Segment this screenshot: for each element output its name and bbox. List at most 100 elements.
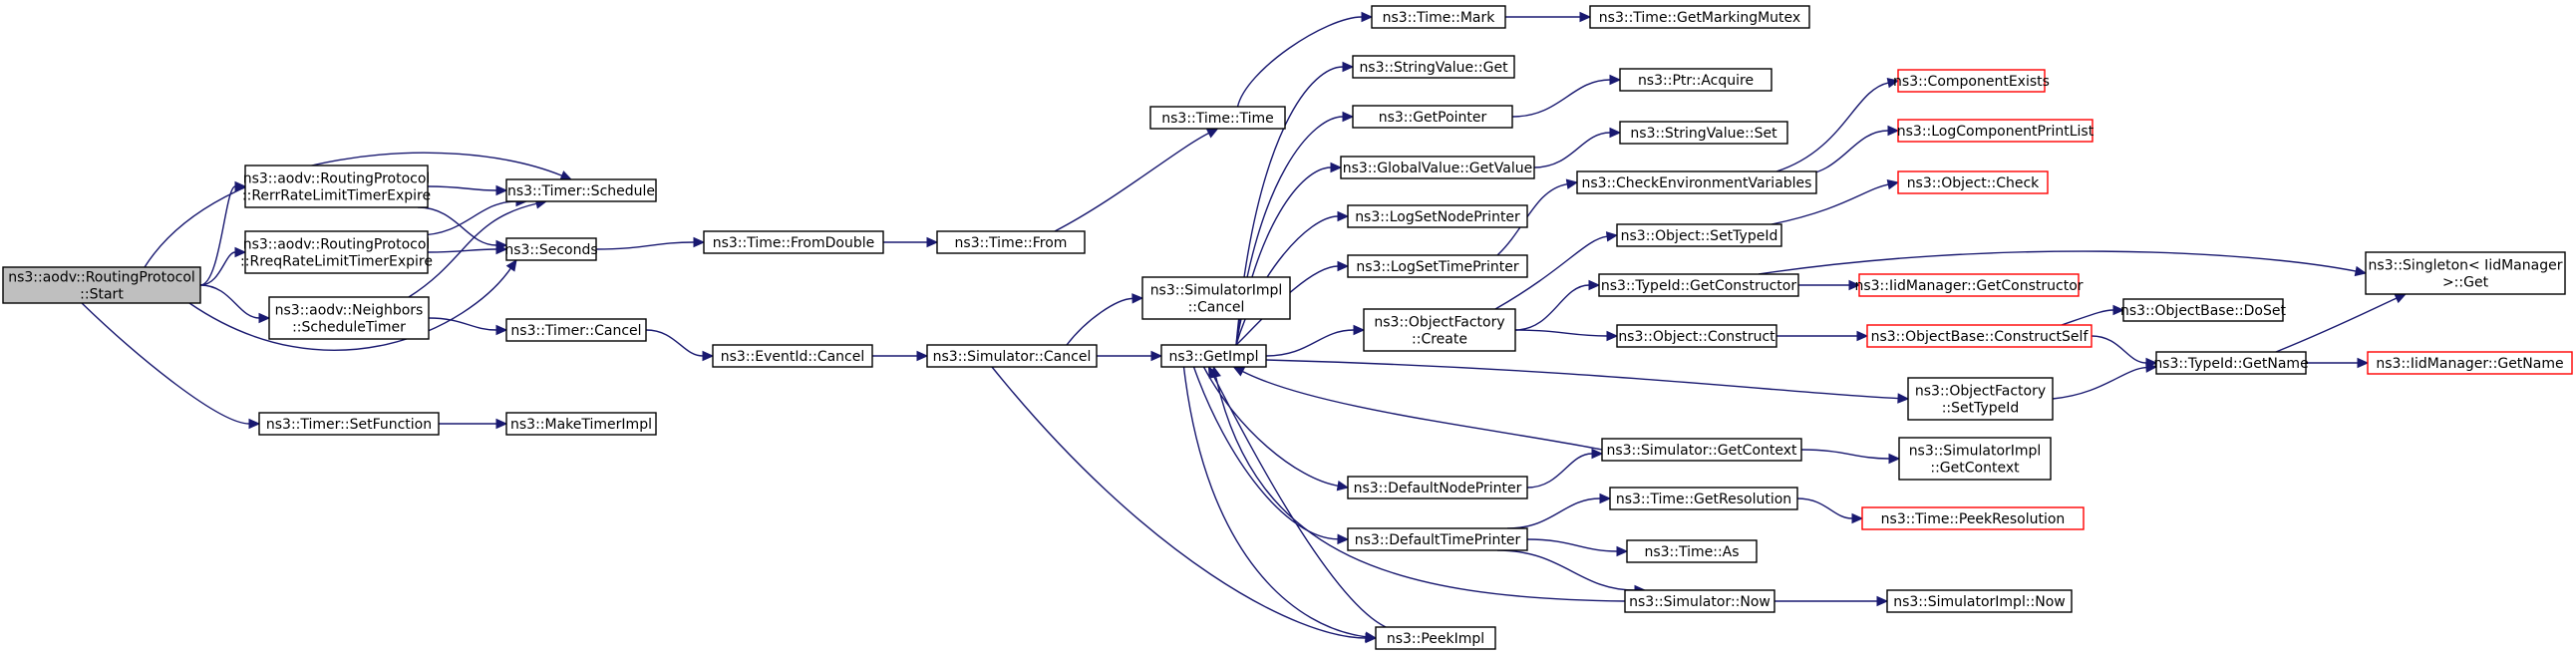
node-construct[interactable]: ns3::Object::Construct [1616, 324, 1777, 348]
edge-simcancel-getimpl [1097, 350, 1163, 362]
node-logcomp[interactable]: ns3::LogComponentPrintList [1897, 119, 2094, 143]
node-timeas[interactable]: ns3::Time::As [1626, 539, 1758, 563]
node-lognode[interactable]: ns3::LogSetNodePrinter [1347, 204, 1528, 228]
node-simcancel[interactable]: ns3::Simulator::Cancel [926, 344, 1098, 368]
node-label: ns3::Timer::Cancel [510, 323, 641, 339]
node-timefrom[interactable]: ns3::Time::From [936, 230, 1086, 254]
node-constructself[interactable]: ns3::ObjectBase::ConstructSelf [1866, 324, 2093, 348]
edge-eventcancel-simcancel [872, 350, 929, 362]
node-box [505, 178, 657, 202]
edge-timetime-timemark [1236, 11, 1374, 108]
node-label: ns3::Time::Mark [1383, 10, 1496, 26]
node-getimpl[interactable]: ns3::GetImpl [1160, 344, 1267, 368]
node-deftime[interactable]: ns3::DefaultTimePrinter [1347, 527, 1528, 551]
node-box [703, 230, 884, 254]
node-defnode[interactable]: ns3::DefaultNodePrinter [1347, 476, 1528, 499]
node-box [1352, 105, 1513, 129]
node-box [1616, 223, 1782, 247]
node-root[interactable]: ns3::aodv::RoutingProtocol::Start [2, 266, 201, 304]
node-label: ::GetContext [1930, 461, 2020, 477]
node-label: ns3::Time::PeekResolution [1881, 511, 2066, 527]
edge-constructself-doset [2061, 304, 2125, 326]
node-iidname[interactable]: ns3::IidManager::GetName [2367, 351, 2573, 375]
node-label: ns3::GetPointer [1379, 110, 1487, 126]
node-label: ns3::Timer::SetFunction [266, 417, 432, 433]
node-implnow[interactable]: ns3::SimulatorImpl::Now [1886, 589, 2073, 613]
node-rerr[interactable]: ns3::aodv::RoutingProtocol::RerrRateLimi… [242, 165, 431, 208]
node-label: ns3::Seconds [504, 242, 597, 258]
edge-timemark-markmutex [1505, 11, 1592, 23]
edge-getimpl-peekimpl [1182, 366, 1378, 642]
node-objcheck[interactable]: ns3::Object::Check [1897, 170, 2049, 194]
node-settypeid[interactable]: ns3::Object::SetTypeId [1616, 223, 1782, 247]
node-strset[interactable]: ns3::StringValue::Set [1619, 121, 1788, 145]
node-label: ns3::Singleton< IidManager [2369, 258, 2563, 274]
node-box [936, 230, 1086, 254]
node-label: ns3::MakeTimerImpl [510, 417, 652, 433]
node-getcontext[interactable]: ns3::Simulator::GetContext [1601, 438, 1802, 462]
node-rreq[interactable]: ns3::aodv::RoutingProtocol::RreqRateLimi… [240, 230, 433, 274]
node-tcancel[interactable]: ns3::Timer::Cancel [505, 318, 647, 342]
edge-globalget-strset [1533, 127, 1622, 168]
node-label: ns3::DefaultTimePrinter [1355, 532, 1521, 548]
node-logtime[interactable]: ns3::LogSetTimePrinter [1347, 254, 1528, 278]
node-compexists[interactable]: ns3::ComponentExists [1893, 69, 2050, 93]
node-doset[interactable]: ns3::ObjectBase::DoSet [2120, 298, 2286, 322]
node-label: ns3::IidManager::GetName [2376, 356, 2563, 372]
node-box [1576, 170, 1817, 194]
node-peekimpl[interactable]: ns3::PeekImpl [1375, 626, 1496, 650]
node-globalget[interactable]: ns3::GlobalValue::GetValue [1340, 156, 1535, 179]
node-box [1897, 69, 2046, 93]
node-getpointer[interactable]: ns3::GetPointer [1352, 105, 1513, 129]
node-getname[interactable]: ns3::TypeId::GetName [2153, 351, 2309, 375]
node-setfunc[interactable]: ns3::Timer::SetFunction [258, 412, 440, 436]
edge-peekimpl-getimpl [1207, 365, 1387, 628]
node-iidctor[interactable]: ns3::IidManager::GetConstructor [1854, 273, 2084, 297]
node-markmutex[interactable]: ns3::Time::GetMarkingMutex [1589, 5, 1810, 29]
node-label: ns3::aodv::RoutingProtocol [243, 171, 431, 187]
node-label: ns3::Object::Construct [1618, 329, 1775, 345]
node-ptracquire[interactable]: ns3::Ptr::Acquire [1619, 68, 1772, 92]
node-schedule[interactable]: ns3::Timer::Schedule [505, 178, 657, 202]
node-box [1363, 308, 1516, 352]
node-strget[interactable]: ns3::StringValue::Get [1352, 55, 1515, 79]
node-fromdouble[interactable]: ns3::Time::FromDouble [703, 230, 884, 254]
edge-getimpl-lognode [1235, 210, 1350, 346]
node-label: ns3::ObjectBase::DoSet [2120, 303, 2286, 319]
node-peekres[interactable]: ns3::Time::PeekResolution [1861, 506, 2085, 530]
node-seconds[interactable]: ns3::Seconds [504, 237, 598, 261]
node-eventcancel[interactable]: ns3::EventId::Cancel [712, 344, 873, 368]
node-label: ns3::aodv::RoutingProtocol [243, 237, 431, 253]
node-box [505, 318, 647, 342]
node-label: ns3::GlobalValue::GetValue [1343, 161, 1532, 176]
node-box [1861, 506, 2085, 530]
node-maketimer[interactable]: ns3::MakeTimerImpl [505, 412, 657, 436]
node-getctor[interactable]: ns3::TypeId::GetConstructor [1598, 273, 1799, 297]
node-timetime[interactable]: ns3::Time::Time [1149, 106, 1286, 130]
node-singleton[interactable]: ns3::Singleton< IidManager>::Get [2365, 251, 2566, 295]
node-label: ns3::ComponentExists [1893, 74, 2050, 90]
node-checkenv[interactable]: ns3::CheckEnvironmentVariables [1576, 170, 1817, 194]
node-simnow[interactable]: ns3::Simulator::Now [1624, 589, 1775, 613]
node-label: ::Cancel [1188, 300, 1245, 316]
node-neigh[interactable]: ns3::aodv::Neighbors::ScheduleTimer [268, 296, 430, 340]
node-implgetcontext[interactable]: ns3::SimulatorImpl::GetContext [1898, 437, 2052, 481]
node-label: ns3::IidManager::GetConstructor [1854, 278, 2083, 294]
edge-factsettypeid-getname [2052, 362, 2158, 400]
node-label: ns3::Ptr::Acquire [1638, 73, 1754, 89]
node-timemark[interactable]: ns3::Time::Mark [1371, 5, 1506, 29]
node-getres[interactable]: ns3::Time::GetResolution [1609, 487, 1798, 510]
edge-rerr-seconds [417, 206, 508, 251]
node-box [1141, 276, 1291, 320]
edge-logtime-checkenv [1496, 178, 1579, 256]
node-box [1609, 487, 1798, 510]
edge-root-setfunc [81, 302, 261, 430]
node-factsettypeid[interactable]: ns3::ObjectFactory::SetTypeId [1907, 377, 2054, 421]
node-factcreate[interactable]: ns3::ObjectFactory::Create [1363, 308, 1516, 352]
edge-factcreate-settypeid [1494, 231, 1619, 310]
edge-getimpl-defnode [1202, 366, 1350, 492]
node-box [1898, 437, 2052, 481]
node-simimplcancel[interactable]: ns3::SimulatorImpl::Cancel [1141, 276, 1291, 320]
node-box [2365, 251, 2566, 295]
node-label: ns3::SimulatorImpl::Now [1893, 594, 2066, 610]
